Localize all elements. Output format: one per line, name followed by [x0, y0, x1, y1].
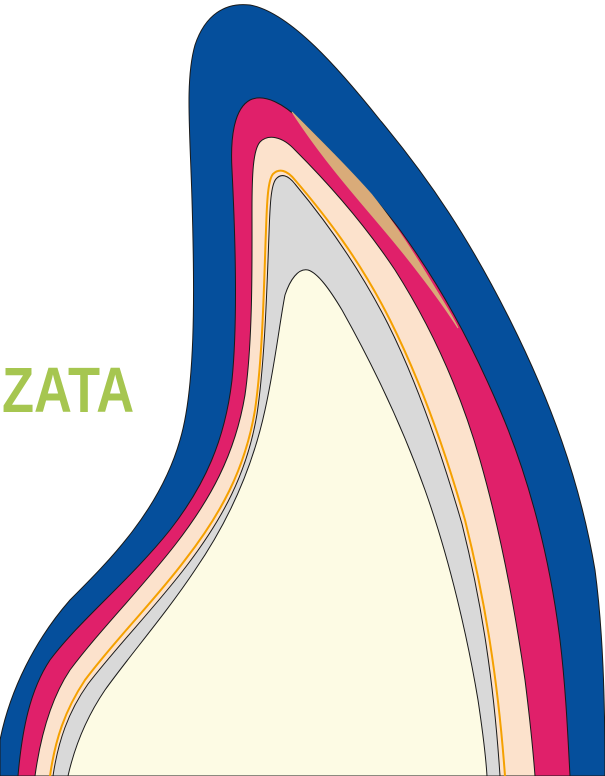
zata-label: ZATA [2, 358, 134, 422]
